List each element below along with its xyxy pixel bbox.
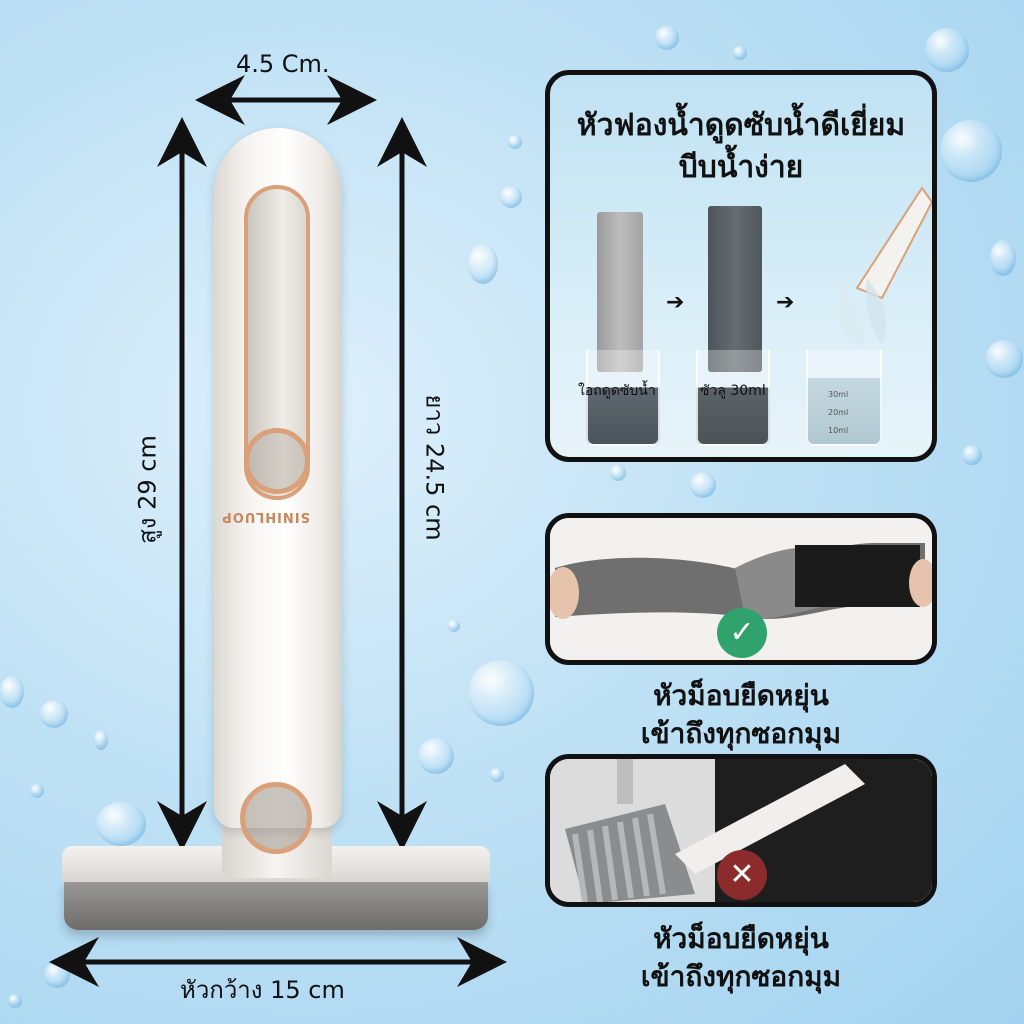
water-droplet [733,46,747,60]
water-droplet [468,244,498,284]
beaker-dry [586,350,660,446]
rigid-caption: หัวม็อบยืดหยุ่น เข้าถึงทุกซอกมุม [545,920,937,996]
flexible-caption-line2: เข้าถึงทุกซอกมุม [640,717,842,750]
beaker-dry-label: ใอถดูดซับน้ำ [578,383,656,399]
mop-sponge-head [64,880,488,930]
cross-icon: ✕ [717,850,767,900]
length-handle-label: ยาว 24.5 cm [420,394,449,541]
mop-lower-ring [240,782,312,854]
absorb-title-line1: หัวฟองน้ำดูดซับน้ำดีเยี่ยม [576,108,906,143]
absorb-panel-title: หัวฟองน้ำดูดซับน้ำดีเยี่ยม บีบน้ำง่าย [550,105,932,189]
height-total-label: สูง 29 cm [133,435,162,544]
water-droplet [96,802,146,846]
beaker-wet-label: ซัวลู 30ml [700,383,766,399]
scale-mark: 20ml [828,408,849,417]
scale-mark: 10ml [828,426,849,435]
water-droplet [962,445,982,465]
rigid-caption-line2: เข้าถึงทุกซอกมุม [640,960,842,993]
arrow-right-icon: ➔ [666,290,685,315]
water-droplet [925,28,969,72]
head-width-label: หัวกว้าง 15 cm [180,976,345,1004]
water-droplet [690,472,716,498]
water-droplet [508,135,522,149]
squeeze-handle-illustration [838,186,932,346]
beaker-scale: 30ml 20ml 10ml [828,386,848,440]
water-droplet [490,768,504,782]
water-droplet [468,660,534,726]
scale-mark: 30ml [828,390,849,399]
arrow-right-icon: ➔ [776,290,795,315]
water-droplet [655,26,679,50]
check-icon: ✓ [717,608,767,658]
flexible-caption: หัวม็อบยืดหยุ่น เข้าถึงทุกซอกมุม [545,677,937,753]
mop-upper-ring [244,428,310,494]
water-droplet [500,186,522,208]
water-droplet [0,676,24,708]
flexible-caption-line1: หัวม็อบยืดหยุ่น [653,679,829,712]
water-droplet [990,240,1016,276]
water-droplet [940,120,1002,182]
water-droplet [8,994,22,1008]
water-droplet [610,465,626,481]
water-droplet [985,340,1023,378]
rigid-caption-line1: หัวม็อบยืดหยุ่น [653,922,829,955]
water-droplet [448,620,460,632]
beaker-wet [696,350,770,446]
absorb-title-line2: บีบน้ำง่าย [678,150,804,185]
wet-sponge [708,206,762,372]
mop-brand-logo: SINIHLUOP [221,509,310,524]
water-droplet [40,700,68,728]
dry-sponge [597,212,643,372]
width-top-label: 4.5 Cm. [236,50,330,78]
flexible-head-photo [545,513,937,665]
water-droplet [94,730,108,750]
water-droplet [30,784,44,798]
beaker-squeezed [806,350,882,446]
